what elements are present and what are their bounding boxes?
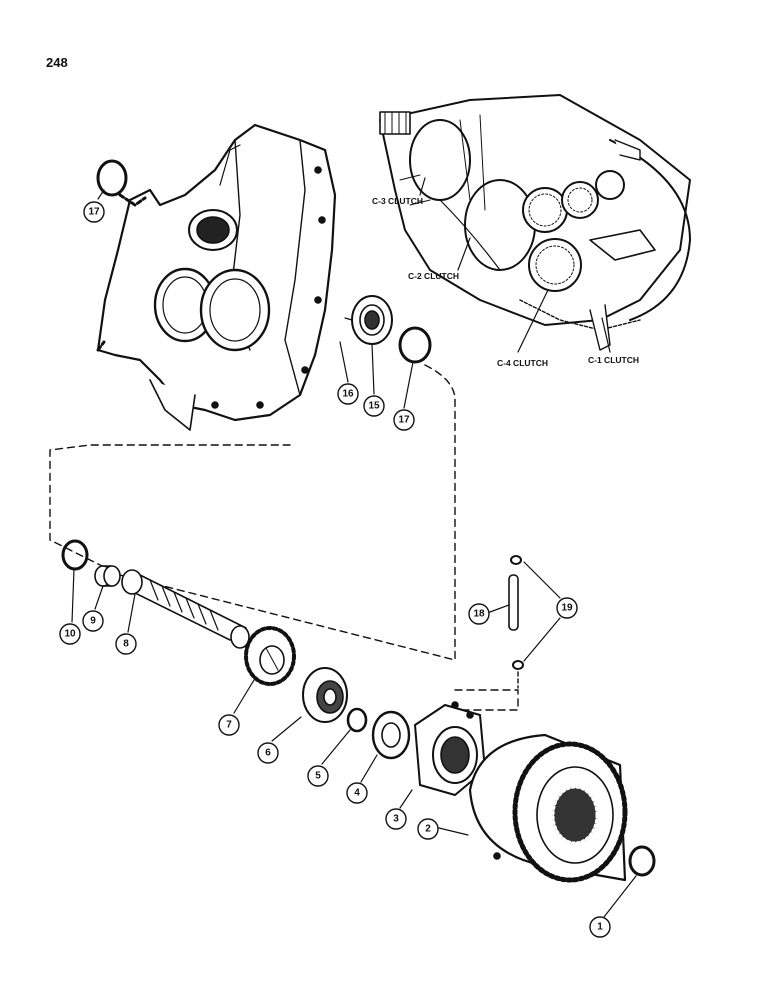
label-c3-clutch: C-3 CLUTCH <box>372 196 423 206</box>
clutch-pack-assembly <box>379 94 691 351</box>
callout-5: 5 <box>315 771 321 782</box>
callout-2: 2 <box>425 824 431 835</box>
callout-16: 16 <box>342 389 354 400</box>
carrier-3 <box>414 701 486 796</box>
callout-19: 19 <box>561 603 573 614</box>
callout-15: 15 <box>368 401 380 412</box>
page-number: 248 <box>46 55 68 70</box>
shaft-8 <box>121 569 250 649</box>
snap-ring-1 <box>628 845 656 877</box>
snap-ring-5 <box>346 707 368 733</box>
label-c4-clutch: C-4 CLUTCH <box>497 358 548 368</box>
gear-7 <box>244 626 296 686</box>
callout-10: 10 <box>64 629 76 640</box>
bearing-15 <box>344 295 393 345</box>
callout-9: 9 <box>90 616 96 627</box>
label-c2-clutch: C-2 CLUTCH <box>408 271 459 281</box>
snap-ring-17-right <box>398 326 432 364</box>
washer-4 <box>371 710 411 760</box>
callout-4: 4 <box>354 788 360 799</box>
callout-3: 3 <box>393 814 399 825</box>
callout-6: 6 <box>265 748 271 759</box>
transmission-housing <box>96 123 337 431</box>
dowel-pin-18 <box>508 574 519 631</box>
callout-1: 1 <box>597 922 603 933</box>
callout-8: 8 <box>123 639 129 650</box>
o-rings-19 <box>510 555 524 670</box>
bearing-6 <box>302 667 348 723</box>
bushing-9 <box>94 565 121 587</box>
snap-ring-17-top-left <box>96 159 128 197</box>
callout-18: 18 <box>473 609 485 620</box>
ring-gear-drum-2 <box>468 733 628 883</box>
callout-7: 7 <box>226 720 232 731</box>
callout-17-right: 17 <box>398 415 410 426</box>
snap-ring-10 <box>61 539 89 571</box>
callout-17-top: 17 <box>88 207 100 218</box>
label-c1-clutch: C-1 CLUTCH <box>588 355 639 365</box>
